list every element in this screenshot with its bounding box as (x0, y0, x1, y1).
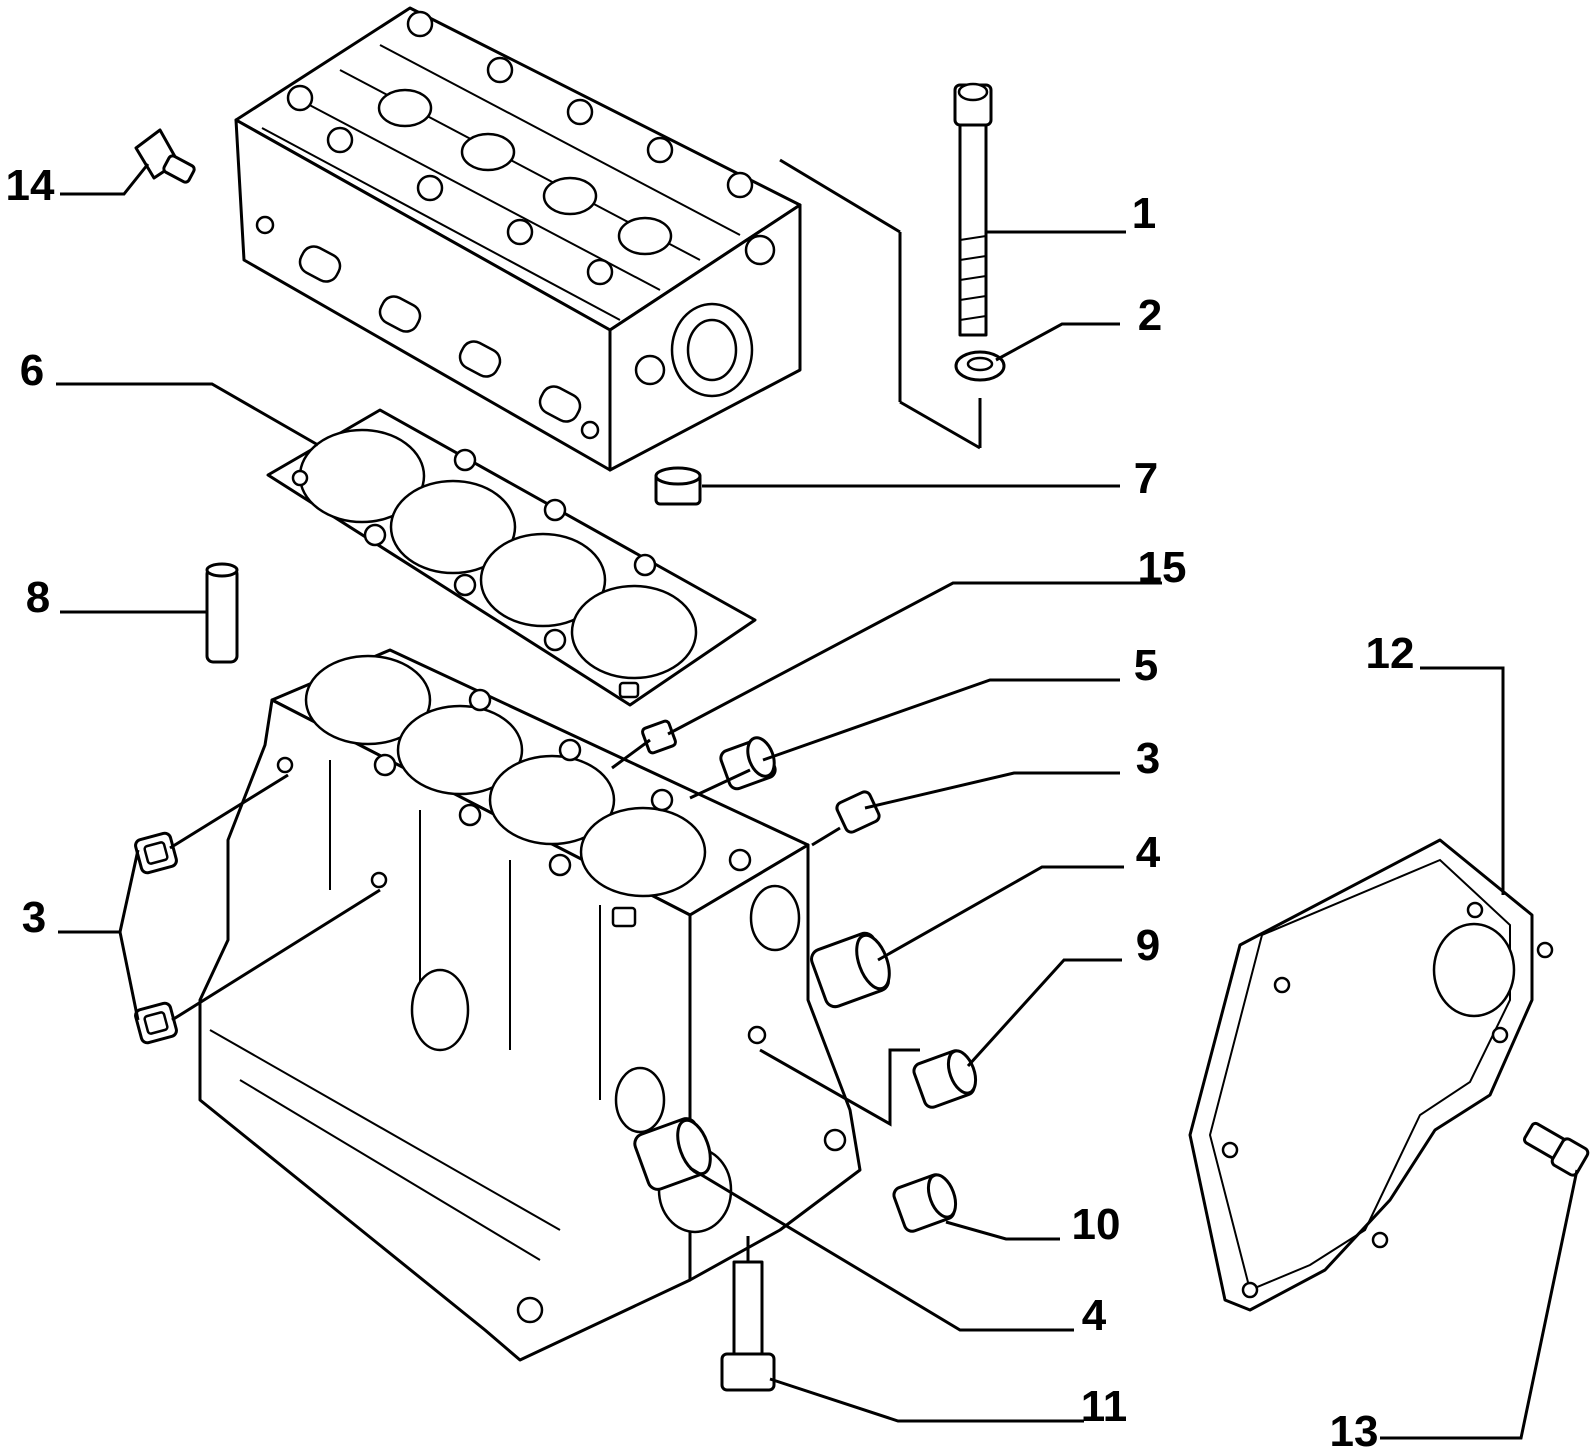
callout-4-upper: 4 (1136, 828, 1161, 877)
callout-labels: 1 2 7 6 14 8 15 5 3 4 9 3 10 4 11 12 13 (6, 161, 1415, 1448)
washer (954, 350, 1006, 382)
callout-1: 1 (1132, 189, 1156, 238)
sensor-plug (134, 128, 196, 184)
callout-11: 11 (1081, 1382, 1128, 1431)
callout-3-left: 3 (22, 893, 46, 942)
bolt-13 (1523, 1121, 1590, 1177)
callout-6: 6 (20, 346, 44, 395)
bush-15 (641, 719, 677, 755)
cylinder-head (234, 6, 982, 472)
engine-block (198, 648, 862, 1362)
callout-9: 9 (1136, 921, 1160, 970)
callout-5: 5 (1134, 641, 1158, 690)
core-plug-4-upper (810, 931, 891, 1009)
callout-7: 7 (1134, 454, 1158, 503)
core-plug-4-lower (633, 1117, 712, 1191)
callout-15: 15 (1138, 543, 1187, 592)
callout-14: 14 (6, 161, 55, 210)
callout-13: 13 (1330, 1407, 1379, 1448)
callout-2: 2 (1138, 291, 1162, 340)
cover-plate (1188, 838, 1554, 1312)
dowel-pin (205, 562, 239, 664)
head-gasket (266, 408, 757, 707)
bush-10 (892, 1173, 958, 1233)
callout-8: 8 (26, 573, 50, 622)
callout-10: 10 (1072, 1200, 1121, 1249)
bolt-11 (720, 1260, 776, 1392)
leader-lines (56, 163, 1579, 1440)
head-bolt (953, 82, 993, 337)
plug-3-right (835, 790, 881, 834)
callout-4-lower: 4 (1082, 1291, 1107, 1340)
callout-12: 12 (1366, 629, 1415, 678)
callout-3-right: 3 (1136, 734, 1160, 783)
plug-3-left-lower (134, 1001, 178, 1045)
plug-3-left-upper (134, 831, 178, 875)
bush-9 (912, 1049, 978, 1109)
dowel-bush (654, 466, 702, 506)
bush-5 (719, 736, 777, 791)
